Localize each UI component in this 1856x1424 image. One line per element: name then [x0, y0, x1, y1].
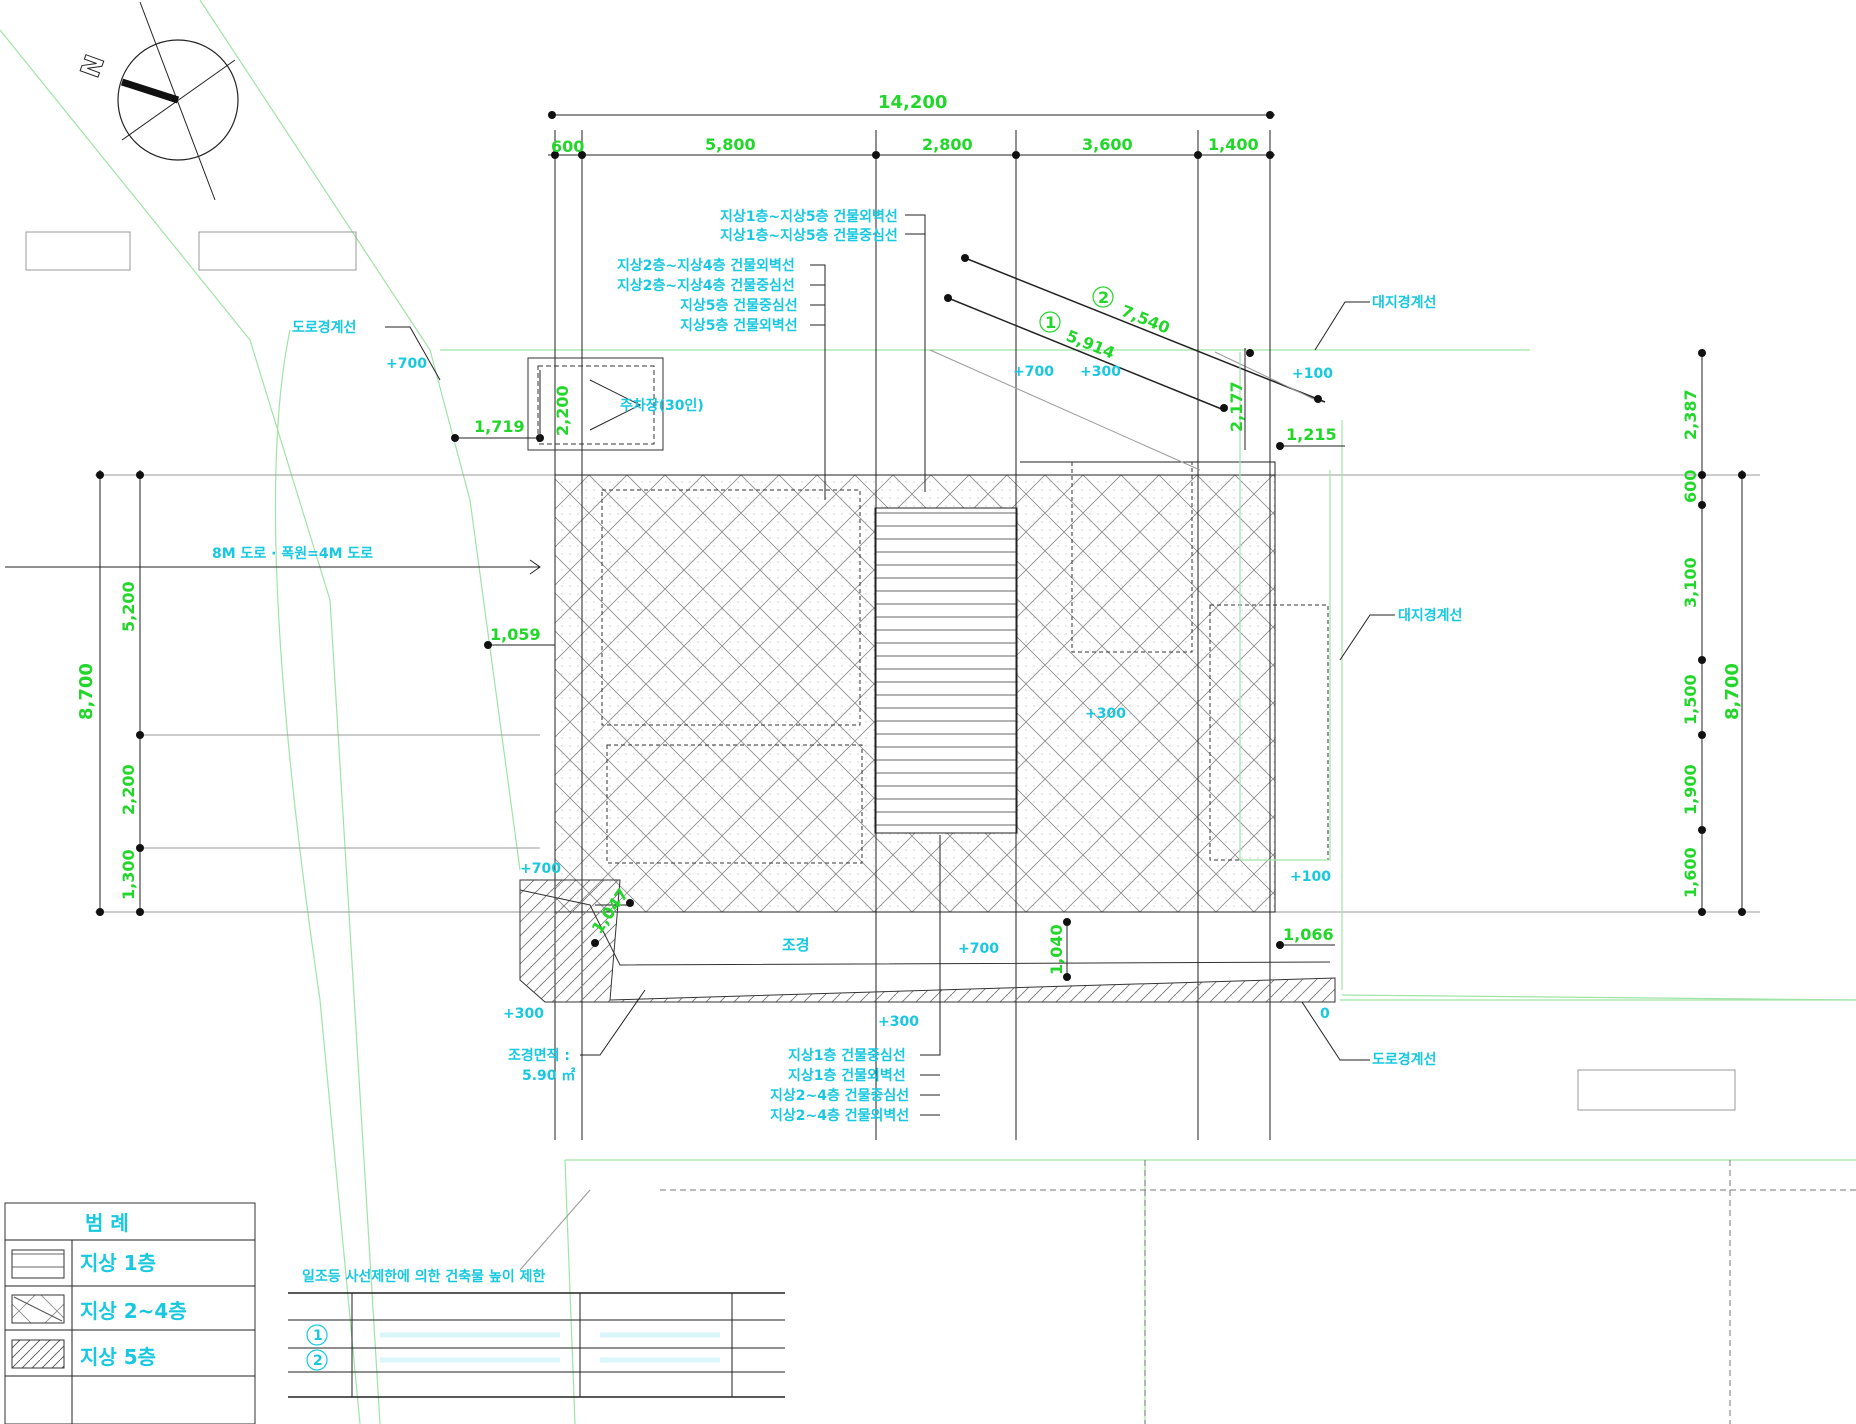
- level-9: +300: [503, 1006, 544, 1022]
- height-restriction-table: 일조등 사선제한에 의한 건축물 높이 제한 1 2: [288, 1268, 785, 1398]
- dim-left-3: 1,300: [119, 849, 138, 900]
- dim-right-5: 1,900: [1681, 764, 1700, 815]
- table-mark-2: 2: [313, 1353, 323, 1369]
- dim-7540: 7,540: [1119, 301, 1173, 338]
- bottom-hatch-strip: [519, 879, 1336, 1003]
- table-mark-1: 1: [313, 1328, 323, 1344]
- dim-right-4: 1,500: [1681, 674, 1700, 725]
- dim-top-4: 3,600: [1082, 135, 1133, 154]
- legend-item-1: 지상 1층: [80, 1251, 156, 1275]
- mid-note-3: 지상5층 건물중심선: [680, 297, 798, 314]
- road-note-label: 8M 도로 · 폭원=4M 도로: [212, 546, 373, 562]
- blank-box-3: [1577, 1069, 1736, 1111]
- blank-box-2: [198, 231, 357, 271]
- legend: 범 례 지상 1층 지상 2~4층 지상 5층: [4, 1202, 256, 1424]
- dim-top-5: 1,400: [1208, 135, 1259, 154]
- mid-note-2: 지상2층~지상4층 건물중심선: [617, 277, 795, 294]
- circle-mark-2: 2: [1098, 288, 1109, 307]
- level-7: +300: [1085, 706, 1126, 722]
- mid-note-4: 지상5층 건물외벽선: [680, 317, 798, 334]
- dimension-lines: [96, 111, 1746, 981]
- dim-left-1: 5,200: [119, 581, 138, 632]
- dim-overall-left: 8,700: [76, 663, 97, 720]
- level-3: +300: [1080, 364, 1121, 380]
- dim-1059: 1,059: [490, 625, 541, 644]
- landscape-label: 조경: [782, 936, 810, 954]
- bottom-note-2: 지상1층 건물외벽선: [788, 1067, 906, 1084]
- dim-1719: 1,719: [474, 417, 525, 436]
- dim-left-2: 2,200: [119, 764, 138, 815]
- bottom-note-3: 지상2~4층 건물중심선: [770, 1087, 909, 1104]
- north-label: N: [76, 51, 112, 82]
- level-10: 0: [1320, 1006, 1330, 1022]
- annotations: 도로경계선 대지경계선 대지경계선 도로경계선 주차장(30인) 조경 8M 도…: [5, 208, 1462, 1124]
- level-11: +300: [878, 1014, 919, 1030]
- parking-label: 주차장(30인): [620, 397, 704, 414]
- dim-right-2: 600: [1681, 470, 1700, 503]
- blank-box-1: [25, 231, 131, 271]
- dim-overall-top: 14,200: [878, 92, 947, 113]
- dim-top-3: 2,800: [922, 135, 973, 154]
- dim-top-1: 600: [551, 137, 584, 156]
- dim-2177: 2,177: [1227, 381, 1246, 432]
- level-2: +700: [1013, 364, 1054, 380]
- north-arrow-icon: N: [75, 1, 239, 201]
- level-8: +700: [958, 941, 999, 957]
- building-footprint: [554, 130, 1329, 1140]
- legend-item-3: 지상 5층: [80, 1345, 156, 1369]
- circle-mark-1: 1: [1045, 313, 1056, 332]
- site-boundary-top-label: 대지경계선: [1372, 294, 1436, 311]
- landscape-area-label-2: 5.90 ㎡: [522, 1067, 575, 1084]
- legend-title: 범 례: [85, 1211, 129, 1235]
- dim-2200: 2,200: [553, 385, 572, 436]
- level-1: +700: [386, 356, 427, 372]
- site-boundary-right-label: 대지경계선: [1398, 607, 1462, 624]
- level-6: +100: [1290, 869, 1331, 885]
- dim-overall-right: 8,700: [1722, 663, 1743, 720]
- dim-5914: 5,914: [1064, 326, 1118, 363]
- road-boundary-bottom-label: 도로경계선: [1372, 1051, 1436, 1068]
- dim-right-1: 2,387: [1681, 389, 1700, 440]
- bottom-note-1: 지상1층 건물중심선: [788, 1047, 906, 1064]
- top-note-1: 지상1층~지상5층 건물외벽선: [720, 208, 898, 225]
- dim-right-3: 3,100: [1681, 557, 1700, 608]
- level-4: +100: [1292, 366, 1333, 382]
- road-boundary-top-label: 도로경계선: [292, 319, 356, 336]
- site-edges: [929, 257, 1856, 1001]
- level-marks: +700 +700 +300 +100 +700 +100 +300 +700 …: [386, 356, 1333, 1030]
- dim-1040: 1,040: [1047, 924, 1066, 975]
- landscape-area-label-1: 조경면적 :: [508, 1047, 570, 1064]
- mid-note-1: 지상2층~지상4층 건물외벽선: [617, 257, 795, 274]
- dim-right-6: 1,600: [1681, 847, 1700, 898]
- dim-1066: 1,066: [1283, 925, 1334, 944]
- legend-item-2: 지상 2~4층: [80, 1299, 187, 1323]
- parking-area: [527, 357, 664, 451]
- top-note-2: 지상1층~지상5층 건물중심선: [720, 227, 898, 244]
- level-5: +700: [520, 861, 561, 877]
- dim-1215: 1,215: [1286, 425, 1337, 444]
- dim-top-2: 5,800: [705, 135, 756, 154]
- bottom-note-4: 지상2~4층 건물외벽선: [770, 1107, 909, 1124]
- height-table-title: 일조등 사선제한에 의한 건축물 높이 제한: [302, 1268, 545, 1285]
